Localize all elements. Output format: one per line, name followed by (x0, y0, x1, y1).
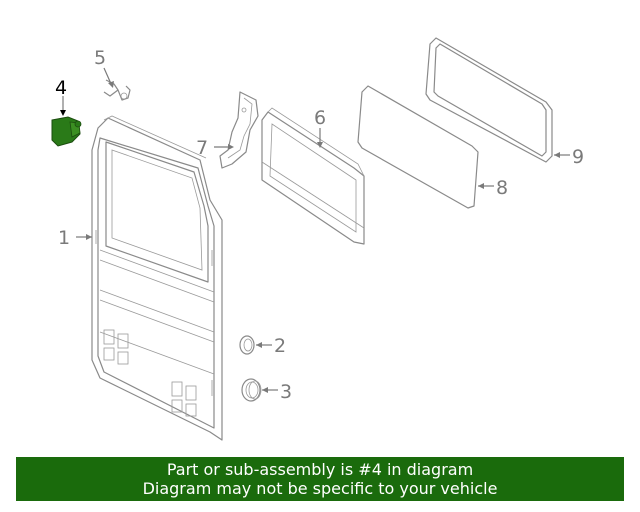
banner-line-1: Part or sub-assembly is #4 in diagram (166, 460, 474, 479)
part-8-glass-panel[interactable] (357, 85, 479, 209)
leader-arrowheads (60, 81, 560, 393)
part-7-vertical-bracket[interactable] (219, 91, 259, 169)
part-6-window-frame[interactable] (261, 107, 365, 245)
callout-3: 3 (280, 381, 292, 403)
callout-9: 9 (572, 146, 584, 168)
callout-2: 2 (274, 335, 286, 357)
part-1-partition-panel[interactable] (91, 115, 223, 441)
banner-line-2: Diagram may not be specific to your vehi… (142, 479, 498, 498)
callout-7: 7 (196, 137, 208, 159)
callout-1: 1 (58, 227, 70, 249)
callout-6: 6 (314, 107, 326, 129)
part-5-hook-bracket[interactable] (103, 79, 131, 101)
part-9-glass-seal[interactable] (425, 37, 553, 163)
parts-diagram: 1 2 3 4 5 6 7 8 9 (51, 37, 584, 441)
part-4-bracket-highlighted[interactable] (51, 116, 82, 147)
callout-8: 8 (496, 177, 508, 199)
callout-5: 5 (94, 47, 106, 69)
part-3-plug[interactable] (241, 378, 262, 402)
part-2-grommet[interactable] (239, 335, 255, 355)
callout-4: 4 (55, 77, 67, 99)
info-banner: Part or sub-assembly is #4 in diagram Di… (16, 457, 624, 501)
